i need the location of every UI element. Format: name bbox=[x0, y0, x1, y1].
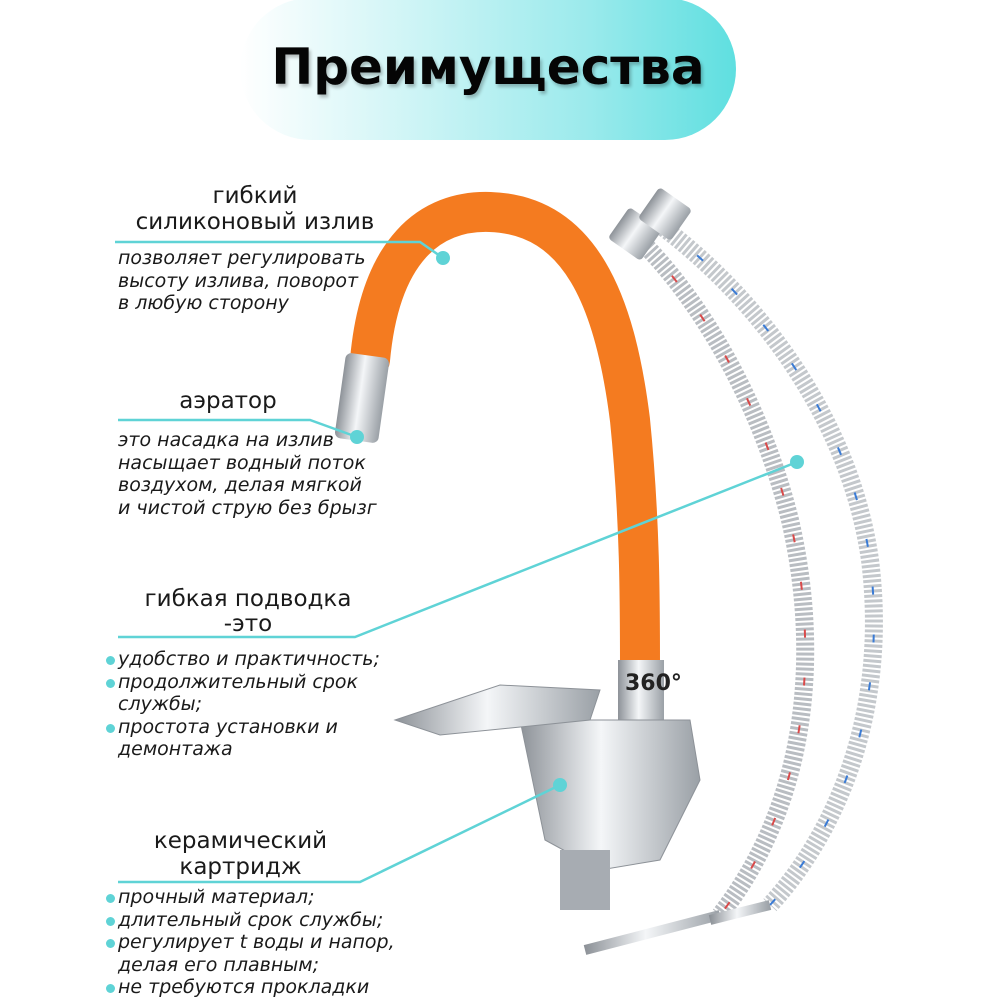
heading-line: гибкая подводка bbox=[144, 586, 352, 612]
supply-hose-2 bbox=[654, 217, 883, 912]
silicone-spout bbox=[350, 191, 660, 690]
bullet-item: не требуются прокладки bbox=[106, 976, 395, 999]
callout-dot bbox=[553, 778, 567, 792]
bullet-item: продолжительный срок bbox=[106, 671, 380, 694]
heading-line: аэратор bbox=[179, 388, 277, 414]
page-title: Преимущества bbox=[271, 38, 705, 96]
text-line: насыщает водный поток bbox=[118, 451, 366, 474]
heading-line: -это bbox=[223, 611, 273, 637]
callout-lines bbox=[115, 240, 798, 884]
lever-handle bbox=[393, 684, 601, 736]
bullet-item: удобство и практичность; bbox=[106, 648, 380, 670]
bullet-item: простота установки и bbox=[106, 716, 380, 739]
hose-nut-2 bbox=[639, 188, 691, 240]
cartridge-heading: керамический картридж bbox=[118, 828, 363, 880]
supply-hose-bullets: удобство и практичность; продолжительный… bbox=[106, 648, 380, 761]
heading-line: картридж bbox=[179, 854, 302, 880]
callout-dot bbox=[350, 430, 364, 444]
spout-heading: гибкий силиконовый излив bbox=[120, 183, 390, 235]
aerator-heading: аэратор bbox=[118, 388, 338, 414]
bullet-item: прочный материал; bbox=[106, 886, 395, 909]
title-banner bbox=[240, 0, 736, 140]
faucet-body bbox=[519, 719, 701, 871]
cartridge-bullets: прочный материал; длительный срок службы… bbox=[106, 886, 395, 999]
callout-dot bbox=[790, 455, 804, 469]
bullet-continuation: делая его плавным; bbox=[118, 953, 319, 976]
text-line: высоту излива, поворот bbox=[118, 269, 359, 292]
bullet-item: регулирует t воды и напор, bbox=[106, 931, 395, 953]
bullet-item: длительный срок службы; bbox=[106, 909, 395, 932]
supply-hose-1 bbox=[633, 233, 815, 921]
heading-line: гибкий bbox=[212, 183, 298, 209]
heading-line: керамический bbox=[153, 828, 328, 854]
text-line: воздухом, делая мягкой bbox=[118, 474, 362, 496]
text-line: позволяет регулировать bbox=[118, 247, 366, 269]
bullet-continuation: демонтажа bbox=[118, 738, 233, 760]
bullet-continuation: службы; bbox=[118, 693, 203, 715]
supply-hose-heading: гибкая подводка -это bbox=[118, 587, 378, 637]
text-line: и чистой струю без брызг bbox=[118, 496, 377, 519]
callout-dot bbox=[436, 251, 450, 265]
rotation-badge: 360° bbox=[625, 671, 682, 696]
heading-line: силиконовый излив bbox=[135, 209, 375, 235]
text-line: в любую сторону bbox=[118, 292, 289, 314]
text-line: это насадка на излив bbox=[118, 429, 334, 451]
aerator bbox=[335, 353, 389, 443]
spout-description: позволяет регулировать высоту излива, по… bbox=[118, 247, 366, 315]
aerator-description: это насадка на излив насыщает водный пот… bbox=[118, 429, 377, 519]
